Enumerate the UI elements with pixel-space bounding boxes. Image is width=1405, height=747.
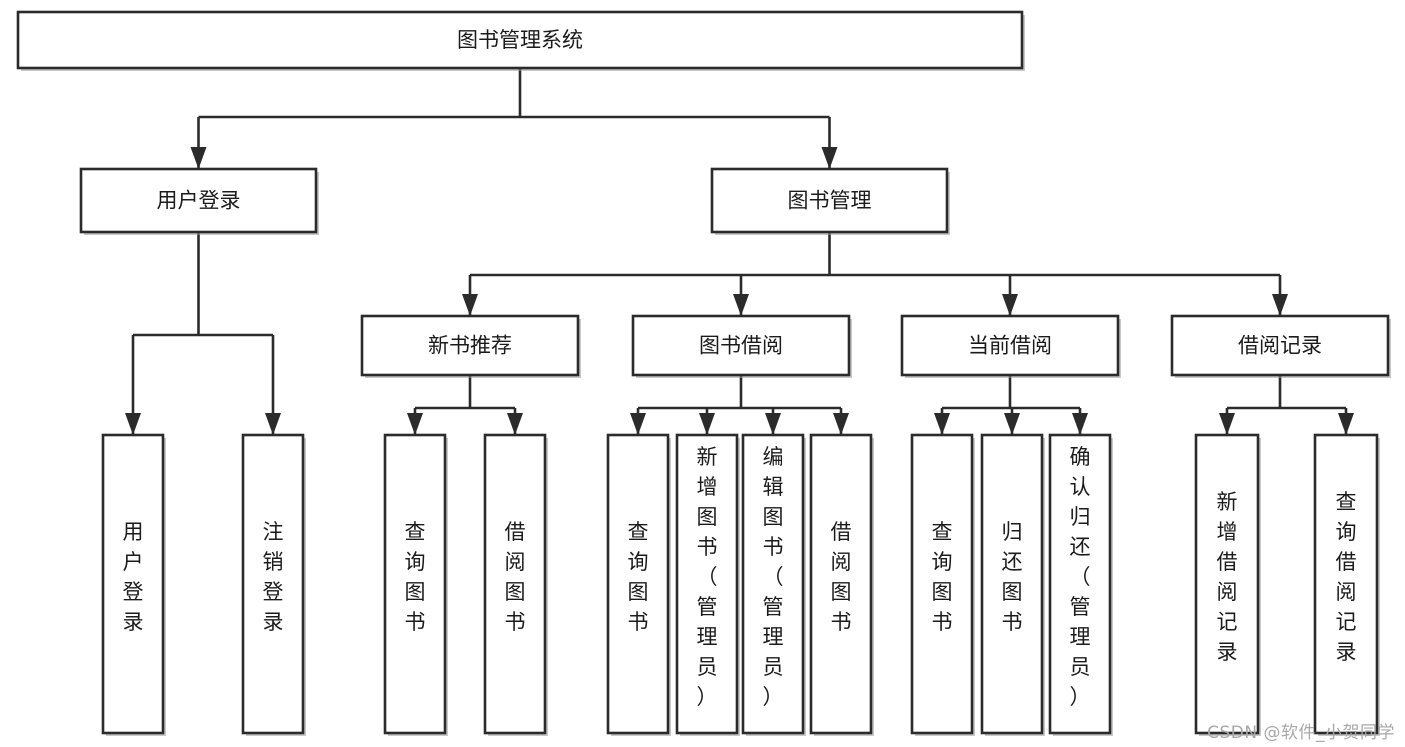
node-box[interactable] bbox=[741, 433, 805, 735]
node-label: 归还图书 bbox=[1002, 520, 1023, 634]
node-box[interactable] bbox=[1194, 433, 1260, 735]
connector-arrowhead bbox=[833, 413, 849, 435]
connector-arrowhead bbox=[407, 413, 423, 435]
node-box[interactable] bbox=[16, 10, 1024, 70]
connector-arrowhead bbox=[821, 147, 838, 169]
node-leaf-user-login[interactable]: 用户登录 bbox=[101, 433, 166, 736]
node-box[interactable] bbox=[101, 433, 165, 735]
node-box[interactable] bbox=[675, 433, 739, 735]
connector-arrowhead bbox=[1004, 413, 1020, 435]
node-box[interactable] bbox=[241, 433, 305, 735]
node-box[interactable] bbox=[809, 433, 873, 735]
node-newbook[interactable]: 新书推荐 bbox=[360, 314, 581, 378]
node-leaf-cu-query[interactable]: 查询图书 bbox=[910, 433, 975, 736]
node-root[interactable]: 图书管理系统 bbox=[16, 10, 1025, 71]
node-box[interactable] bbox=[710, 167, 949, 234]
node-borrow[interactable]: 图书借阅 bbox=[631, 314, 852, 378]
connector-arrowhead bbox=[190, 147, 207, 169]
node-leaf-nb-borrow[interactable]: 借阅图书 bbox=[483, 433, 548, 736]
node-box[interactable] bbox=[910, 433, 974, 735]
node-label: 查询图书 bbox=[628, 520, 649, 634]
node-label: 图书管理系统 bbox=[457, 28, 583, 52]
node-box[interactable] bbox=[606, 433, 670, 735]
node-label: 用户登录 bbox=[123, 520, 144, 634]
node-box[interactable] bbox=[383, 433, 447, 735]
node-label: 确认归还（管理员） bbox=[1070, 445, 1091, 709]
node-box[interactable] bbox=[1170, 314, 1390, 377]
node-leaf-bo-edit[interactable]: 编辑图书（管理员） bbox=[741, 433, 806, 736]
connector-arrowhead bbox=[125, 413, 141, 435]
node-bookmgmt[interactable]: 图书管理 bbox=[710, 167, 950, 235]
node-leaf-cu-return[interactable]: 归还图书 bbox=[980, 433, 1045, 736]
connector-arrowhead bbox=[462, 294, 478, 316]
connector-arrowhead bbox=[1338, 413, 1354, 435]
node-label: 图书管理 bbox=[788, 189, 872, 213]
connector-arrowhead bbox=[1072, 413, 1088, 435]
node-layer: 图书管理系统用户登录图书管理新书推荐图书借阅当前借阅借阅记录用户登录注销登录查询… bbox=[16, 10, 1391, 736]
connector-arrowhead bbox=[1002, 294, 1018, 316]
node-label: 查询图书 bbox=[932, 520, 953, 634]
node-label: 借阅记录 bbox=[1238, 334, 1322, 358]
node-box[interactable] bbox=[980, 433, 1044, 735]
node-label: 用户登录 bbox=[157, 189, 241, 213]
node-box[interactable] bbox=[360, 314, 580, 377]
connector-arrowhead bbox=[765, 413, 781, 435]
node-box[interactable] bbox=[483, 433, 547, 735]
node-leaf-re-add[interactable]: 新增借阅记录 bbox=[1194, 433, 1261, 736]
connector-arrowhead bbox=[265, 413, 281, 435]
node-label: 查询借阅记录 bbox=[1336, 490, 1357, 664]
node-leaf-bo-query[interactable]: 查询图书 bbox=[606, 433, 671, 736]
connector-layer bbox=[125, 68, 1354, 435]
node-box[interactable] bbox=[1048, 433, 1112, 735]
node-label: 编辑图书（管理员） bbox=[763, 445, 784, 709]
node-label: 借阅图书 bbox=[505, 520, 526, 634]
node-leaf-bo-borrow[interactable]: 借阅图书 bbox=[809, 433, 874, 736]
node-box[interactable] bbox=[900, 314, 1120, 377]
node-box[interactable] bbox=[79, 167, 318, 234]
connector-arrowhead bbox=[1272, 294, 1288, 316]
node-leaf-user-logout[interactable]: 注销登录 bbox=[241, 433, 306, 736]
node-label: 新增借阅记录 bbox=[1217, 490, 1238, 664]
node-label: 借阅图书 bbox=[831, 520, 852, 634]
node-label: 新书推荐 bbox=[428, 334, 512, 358]
node-records[interactable]: 借阅记录 bbox=[1170, 314, 1391, 378]
node-label: 注销登录 bbox=[263, 520, 284, 634]
node-label: 查询图书 bbox=[405, 520, 426, 634]
connector-arrowhead bbox=[1219, 413, 1235, 435]
node-box[interactable] bbox=[1313, 433, 1379, 735]
node-box[interactable] bbox=[631, 314, 851, 377]
node-leaf-bo-add[interactable]: 新增图书（管理员） bbox=[675, 433, 740, 736]
node-label: 图书借阅 bbox=[699, 334, 783, 358]
node-label: 当前借阅 bbox=[968, 334, 1052, 358]
connector-arrowhead bbox=[699, 413, 715, 435]
connector-arrowhead bbox=[733, 294, 749, 316]
node-leaf-nb-query[interactable]: 查询图书 bbox=[383, 433, 448, 736]
connector-arrowhead bbox=[934, 413, 950, 435]
connector-arrowhead bbox=[630, 413, 646, 435]
node-label: 新增图书（管理员） bbox=[697, 445, 718, 709]
node-leaf-cu-confirm[interactable]: 确认归还（管理员） bbox=[1048, 433, 1113, 736]
node-leaf-re-query[interactable]: 查询借阅记录 bbox=[1313, 433, 1380, 736]
node-login[interactable]: 用户登录 bbox=[79, 167, 319, 235]
connector-arrowhead bbox=[507, 413, 523, 435]
node-current[interactable]: 当前借阅 bbox=[900, 314, 1121, 378]
